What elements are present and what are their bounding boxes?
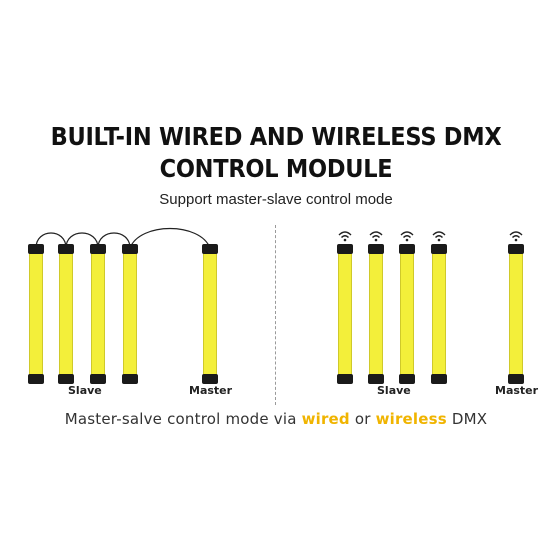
wireless-slave-label: Slave bbox=[377, 384, 411, 397]
wired-slave-tube-2 bbox=[58, 244, 74, 384]
wireless-slave-tube-2 bbox=[368, 244, 384, 384]
caption-middle: or bbox=[349, 410, 376, 428]
subtitle: Support master-slave control mode bbox=[159, 191, 393, 208]
wireless-slave-tube-1 bbox=[337, 244, 353, 384]
caption: Master-salve control mode via wired or w… bbox=[0, 410, 552, 428]
wifi-icon bbox=[369, 231, 383, 242]
wired-master-label: Master bbox=[189, 384, 233, 397]
title-line-2: CONTROL MODULE bbox=[159, 154, 393, 183]
wifi-icon bbox=[432, 231, 446, 242]
wireless-slave-tube-4 bbox=[431, 244, 447, 384]
wifi-icon bbox=[400, 231, 414, 242]
wireless-slave-tube-3 bbox=[399, 244, 415, 384]
wifi-icon bbox=[338, 231, 352, 242]
wired-slave-label: Slave bbox=[68, 384, 102, 397]
wired-slave-tube-1 bbox=[28, 244, 44, 384]
wired-master-tube bbox=[202, 244, 218, 384]
wired-slave-tube-3 bbox=[90, 244, 106, 384]
caption-prefix: Master-salve control mode via bbox=[64, 410, 302, 428]
wired-slave-tube-4 bbox=[122, 244, 138, 384]
section-divider bbox=[275, 225, 276, 405]
wireless-master-label: Master bbox=[495, 384, 539, 397]
wireless-master-tube bbox=[508, 244, 524, 384]
wifi-icon bbox=[509, 231, 523, 242]
title-line-1: BUILT-IN WIRED AND WIRELESS DMX bbox=[50, 122, 502, 151]
caption-wireless: wireless bbox=[375, 410, 447, 428]
caption-suffix: DMX bbox=[446, 410, 488, 428]
caption-wired: wired bbox=[301, 410, 350, 428]
